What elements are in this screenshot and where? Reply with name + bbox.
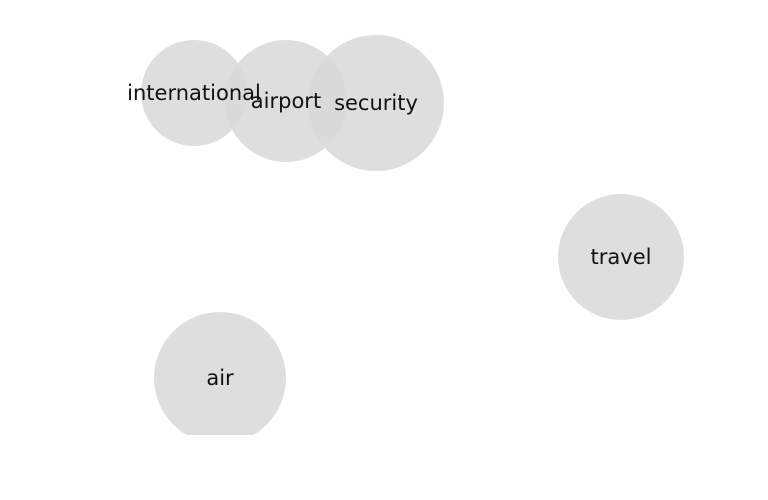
label-layer: international airport security travel ai…	[127, 81, 651, 390]
bubble-air	[154, 312, 286, 435]
bubble-label-international: international	[127, 81, 261, 105]
bubble-travel	[558, 194, 684, 320]
bubble-security	[308, 35, 444, 171]
bubble-label-air: air	[206, 366, 234, 390]
bubble-international	[141, 40, 247, 146]
bubble-label-security: security	[334, 91, 418, 115]
bubble-layer	[141, 35, 684, 435]
bubble-label-airport: airport	[251, 89, 321, 113]
bubble-label-travel: travel	[591, 245, 652, 269]
